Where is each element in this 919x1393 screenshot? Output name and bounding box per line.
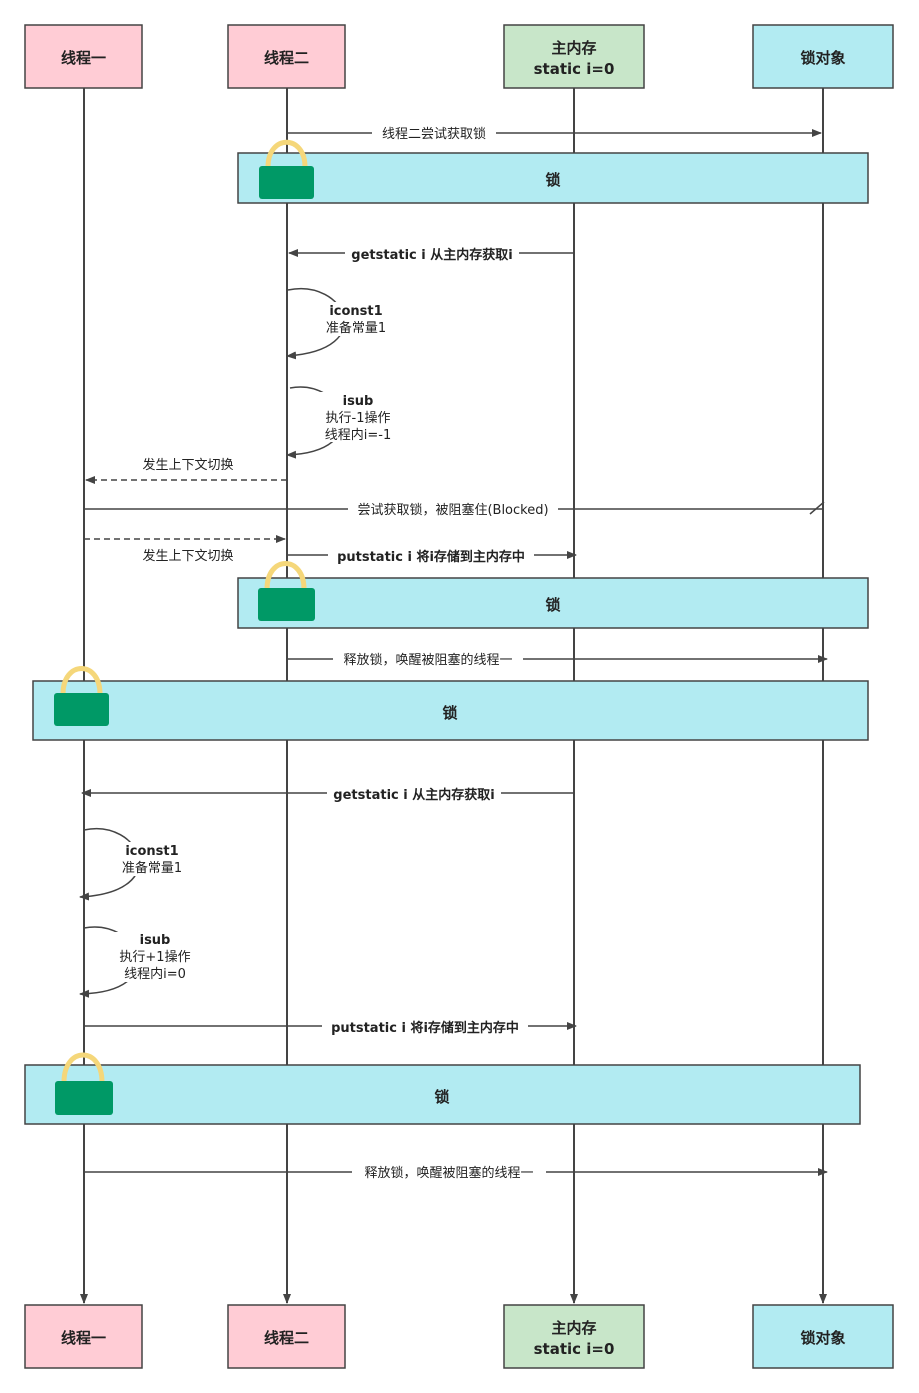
participant-thread-2-bottom: 线程二 xyxy=(227,1304,346,1369)
participant-label: 主内存 xyxy=(551,39,596,57)
lock-bar-label: 锁 xyxy=(442,704,457,722)
participant-main-memory-top: 主内存 static i=0 xyxy=(503,24,645,89)
lock-bar: 锁 xyxy=(237,139,869,204)
message-thread2-try-lock: 线程二尝试获取锁 xyxy=(287,125,822,142)
self-call-isub-thread1: isub 执行+1操作 线程内i=0 xyxy=(79,926,196,998)
lock-icon xyxy=(259,139,314,199)
message-label: 发生上下文切换 xyxy=(142,548,233,564)
message-label: 释放锁，唤醒被阻塞的线程一 xyxy=(343,652,512,668)
participant-label: 线程一 xyxy=(61,49,106,67)
participant-thread-1-bottom: 线程一 xyxy=(24,1304,143,1369)
self-call-line: iconst1 xyxy=(329,304,382,319)
participant-label: 锁对象 xyxy=(800,1329,845,1347)
message-putstatic-thread2: putstatic i 将i存储到主内存中 xyxy=(287,547,577,565)
blocked-mark xyxy=(809,501,825,515)
self-call-line: iconst1 xyxy=(125,844,178,859)
message-thread1-release-lock: 释放锁，唤醒被阻塞的线程一 xyxy=(84,1164,828,1181)
self-call-line: 执行-1操作 xyxy=(326,410,391,426)
self-call-line: 准备常量1 xyxy=(326,320,386,336)
participant-label: 线程二 xyxy=(264,1329,309,1347)
message-label: getstatic i 从主内存获取i xyxy=(351,247,512,263)
lock-bar-label: 锁 xyxy=(434,1088,449,1106)
message-label: getstatic i 从主内存获取i xyxy=(333,787,494,803)
participant-sublabel: static i=0 xyxy=(534,60,615,78)
self-call-line: 线程内i=0 xyxy=(124,966,186,982)
lock-icon xyxy=(258,561,315,621)
participant-thread-1-top: 线程一 xyxy=(24,24,143,89)
message-getstatic-thread1: getstatic i 从主内存获取i xyxy=(81,785,574,803)
lock-bar: 锁 xyxy=(32,666,869,741)
participant-label: 线程二 xyxy=(264,49,309,67)
self-call-isub-thread2: isub 执行-1操作 线程内i=-1 xyxy=(286,386,398,459)
self-call-iconst1-thread1: iconst1 准备常量1 xyxy=(79,827,185,901)
participant-thread-2-top: 线程二 xyxy=(227,24,346,89)
participant-lock-object-top: 锁对象 xyxy=(752,24,894,89)
lock-bar: 锁 xyxy=(24,1052,861,1125)
message-thread2-release-lock: 释放锁，唤醒被阻塞的线程一 xyxy=(287,651,828,668)
self-call-line: 执行+1操作 xyxy=(119,949,190,965)
participant-main-memory-bottom: 主内存 static i=0 xyxy=(503,1304,645,1369)
participant-sublabel: static i=0 xyxy=(534,1340,615,1358)
self-call-line: isub xyxy=(343,394,374,409)
message-label: putstatic i 将i存储到主内存中 xyxy=(331,1020,519,1036)
lock-bar: 锁 xyxy=(237,561,869,629)
self-call-line: isub xyxy=(140,933,171,948)
lock-icon xyxy=(55,1052,113,1115)
self-call-line: 准备常量1 xyxy=(122,860,182,876)
message-label: 发生上下文切换 xyxy=(142,457,233,473)
self-call-line: 线程内i=-1 xyxy=(325,427,391,443)
message-label: 释放锁，唤醒被阻塞的线程一 xyxy=(364,1165,533,1181)
message-getstatic-thread2: getstatic i 从主内存获取i xyxy=(288,245,574,263)
message-label: 线程二尝试获取锁 xyxy=(382,126,486,142)
self-call-iconst1-thread2: iconst1 准备常量1 xyxy=(286,287,389,360)
participant-lock-object-bottom: 锁对象 xyxy=(752,1304,894,1369)
lock-bar-label: 锁 xyxy=(545,171,560,189)
lock-icon xyxy=(54,666,109,726)
message-label: putstatic i 将i存储到主内存中 xyxy=(337,549,525,565)
participant-label: 锁对象 xyxy=(800,49,845,67)
message-context-switch-1: 发生上下文切换 xyxy=(85,457,287,484)
participant-label: 线程一 xyxy=(61,1329,106,1347)
lock-bar-label: 锁 xyxy=(545,596,560,614)
participant-label: 主内存 xyxy=(551,1319,596,1337)
message-putstatic-thread1: putstatic i 将i存储到主内存中 xyxy=(84,1018,577,1036)
message-context-switch-2: 发生上下文切换 xyxy=(84,535,286,564)
message-thread1-blocked: 尝试获取锁，被阻塞住(Blocked) xyxy=(84,501,825,518)
message-label: 尝试获取锁，被阻塞住(Blocked) xyxy=(357,502,548,518)
